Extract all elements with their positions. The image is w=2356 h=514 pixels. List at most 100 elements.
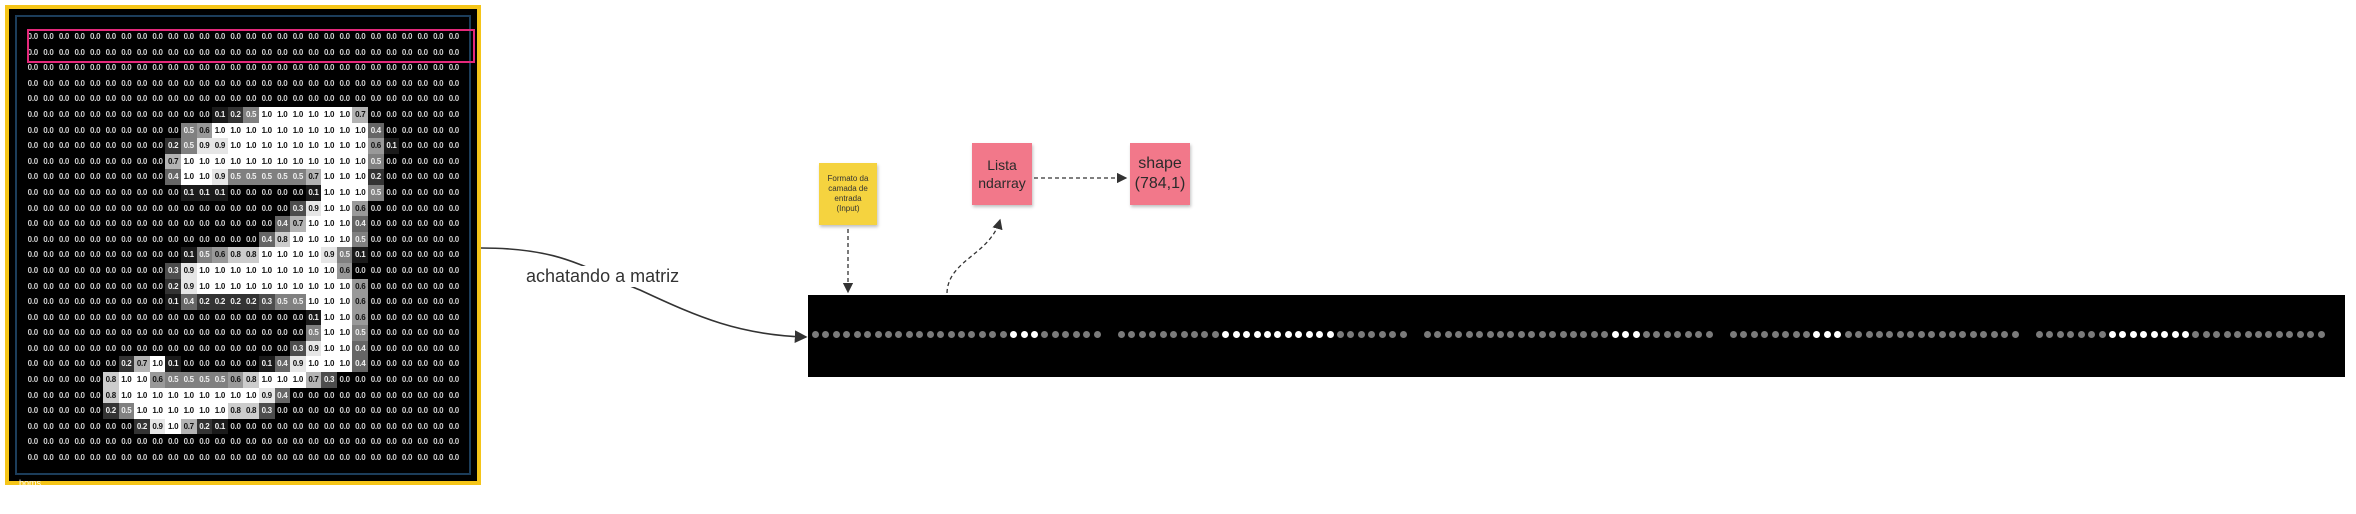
vector-element-dot [1674,331,1682,338]
pixel-cell: 0.2 [196,418,213,435]
pixel-cell: 0.0 [25,387,41,404]
vector-element-dot [1517,331,1525,338]
pixel-cell: 0.0 [165,91,181,107]
pixel-cell: 1.0 [196,278,213,295]
pixel-cell: 0.0 [290,44,306,61]
pixel-cell: 0.0 [102,340,119,357]
vector-element-dot [1211,331,1219,338]
pixel-cell: 0.0 [243,309,259,326]
pixel-cell: 0.8 [102,387,119,404]
pixel-cell: 0.0 [196,75,213,92]
pixel-cell: 0.0 [180,356,197,373]
pixel-cell: 0.0 [290,450,306,466]
pixel-cell: 0.0 [149,200,166,217]
pixel-cell: 0.0 [414,309,431,326]
pixel-cell: 0.0 [352,418,369,435]
pixel-cell: 0.6 [196,122,213,139]
pixel-cell: 0.0 [227,200,244,217]
pixel-cell: 0.0 [336,434,353,451]
pixel-cell: 0.0 [399,75,415,92]
lista-ndarray-sticky-note[interactable]: Lista ndarray [972,143,1032,205]
vector-element-dot [1389,331,1397,338]
pixel-cell: 1.0 [165,403,181,419]
pixel-cell: 0.7 [134,356,150,373]
flatten-edge-label[interactable]: achatando a matriz [524,266,682,287]
pixel-cell: 0.0 [87,309,103,326]
pixel-cell: 0.0 [336,450,353,466]
pixel-cell: 0.0 [227,309,244,326]
pixel-cell: 0.0 [56,434,72,451]
pixel-cell: 1.0 [336,122,353,139]
pixel-cell: 0.0 [290,418,306,435]
vector-element-dot [2234,331,2242,338]
pixel-cell: 1.0 [134,372,150,388]
pixel-cell: 0.0 [87,231,103,248]
pixel-cell: 0.9 [305,200,322,217]
pixel-cell: 0.0 [446,403,462,419]
pixel-cell: 0.0 [352,403,369,419]
pixel-cell: 0.2 [243,294,259,310]
pixel-cell: 0.8 [243,247,259,263]
pixel-cell: 0.0 [180,309,197,326]
pixel-cell: 0.0 [40,216,57,232]
pixel-cell: 0.0 [383,153,400,170]
pixel-cell: 0.0 [227,216,244,232]
pixel-cell: 0.5 [258,169,275,185]
pixel-cell: 0.0 [227,356,244,373]
pixel-cell: 0.0 [25,169,41,185]
pixel-cell: 0.0 [336,91,353,107]
pixel-cell: 0.0 [399,450,415,466]
pixel-cell: 0.0 [56,403,72,419]
pixel-cell: 0.2 [134,418,150,435]
pixel-cell: 0.0 [40,372,57,388]
pixel-cell: 0.0 [399,216,415,232]
pixel-cell: 0.0 [87,434,103,451]
pixel-cell: 0.0 [134,325,150,341]
pixel-cell: 0.0 [414,75,431,92]
pixel-cell: 0.2 [165,278,181,295]
pixel-cell: 0.0 [212,44,228,61]
pixel-cell: 0.9 [180,278,197,295]
pixel-cell: 0.0 [243,200,259,217]
pixel-cell: 0.9 [212,169,228,185]
pixel-cell: 1.0 [196,169,213,185]
pixel-cell: 0.0 [149,138,166,154]
flattened-vector-bar[interactable] [808,295,2345,377]
pixel-cell: 0.0 [56,216,72,232]
pixel-cell: 0.0 [180,29,197,45]
pixel-cell: 0.0 [430,153,447,170]
flatten-connector[interactable] [480,247,808,344]
pixel-cell: 1.0 [305,106,322,123]
vector-element-dot [1118,331,1125,338]
pixel-cell: 0.0 [258,325,275,341]
vector-element-dot [1643,331,1650,338]
pixel-cell: 0.0 [134,44,150,61]
pixel-cell: 0.5 [212,372,228,388]
pixel-cell: 1.0 [336,106,353,123]
vector-element-dot [1949,331,1956,338]
pixel-cell: 0.0 [165,184,181,201]
pixel-cell: 0.0 [274,340,291,357]
pixel-cell: 0.0 [180,91,197,107]
pixel-cell: 0.0 [414,356,431,373]
pixel-cell: 0.0 [118,91,135,107]
input-format-sticky-note[interactable]: Formato da camada de entrada (Input) [819,163,877,225]
pixel-cell: 0.0 [352,29,369,45]
pixel-cell: 0.0 [430,403,447,419]
pixel-cell: 0.0 [243,75,259,92]
pixel-cell: 0.0 [368,247,384,263]
vector-to-lista-connector[interactable] [946,218,1003,294]
pixel-cell: 0.0 [102,44,119,61]
pixel-cell: 0.7 [290,216,306,232]
pixel-cell: 0.0 [227,44,244,61]
pixel-cell: 0.0 [25,262,41,279]
shape-sticky-note[interactable]: shape (784,1) [1130,143,1190,205]
pixel-cell: 0.0 [446,231,462,248]
pixel-cell: 0.0 [446,434,462,451]
pixel-cell: 0.0 [430,184,447,201]
pixel-cell: 0.0 [446,356,462,373]
pixel-cell: 0.0 [414,262,431,279]
pixel-cell: 0.0 [414,138,431,154]
